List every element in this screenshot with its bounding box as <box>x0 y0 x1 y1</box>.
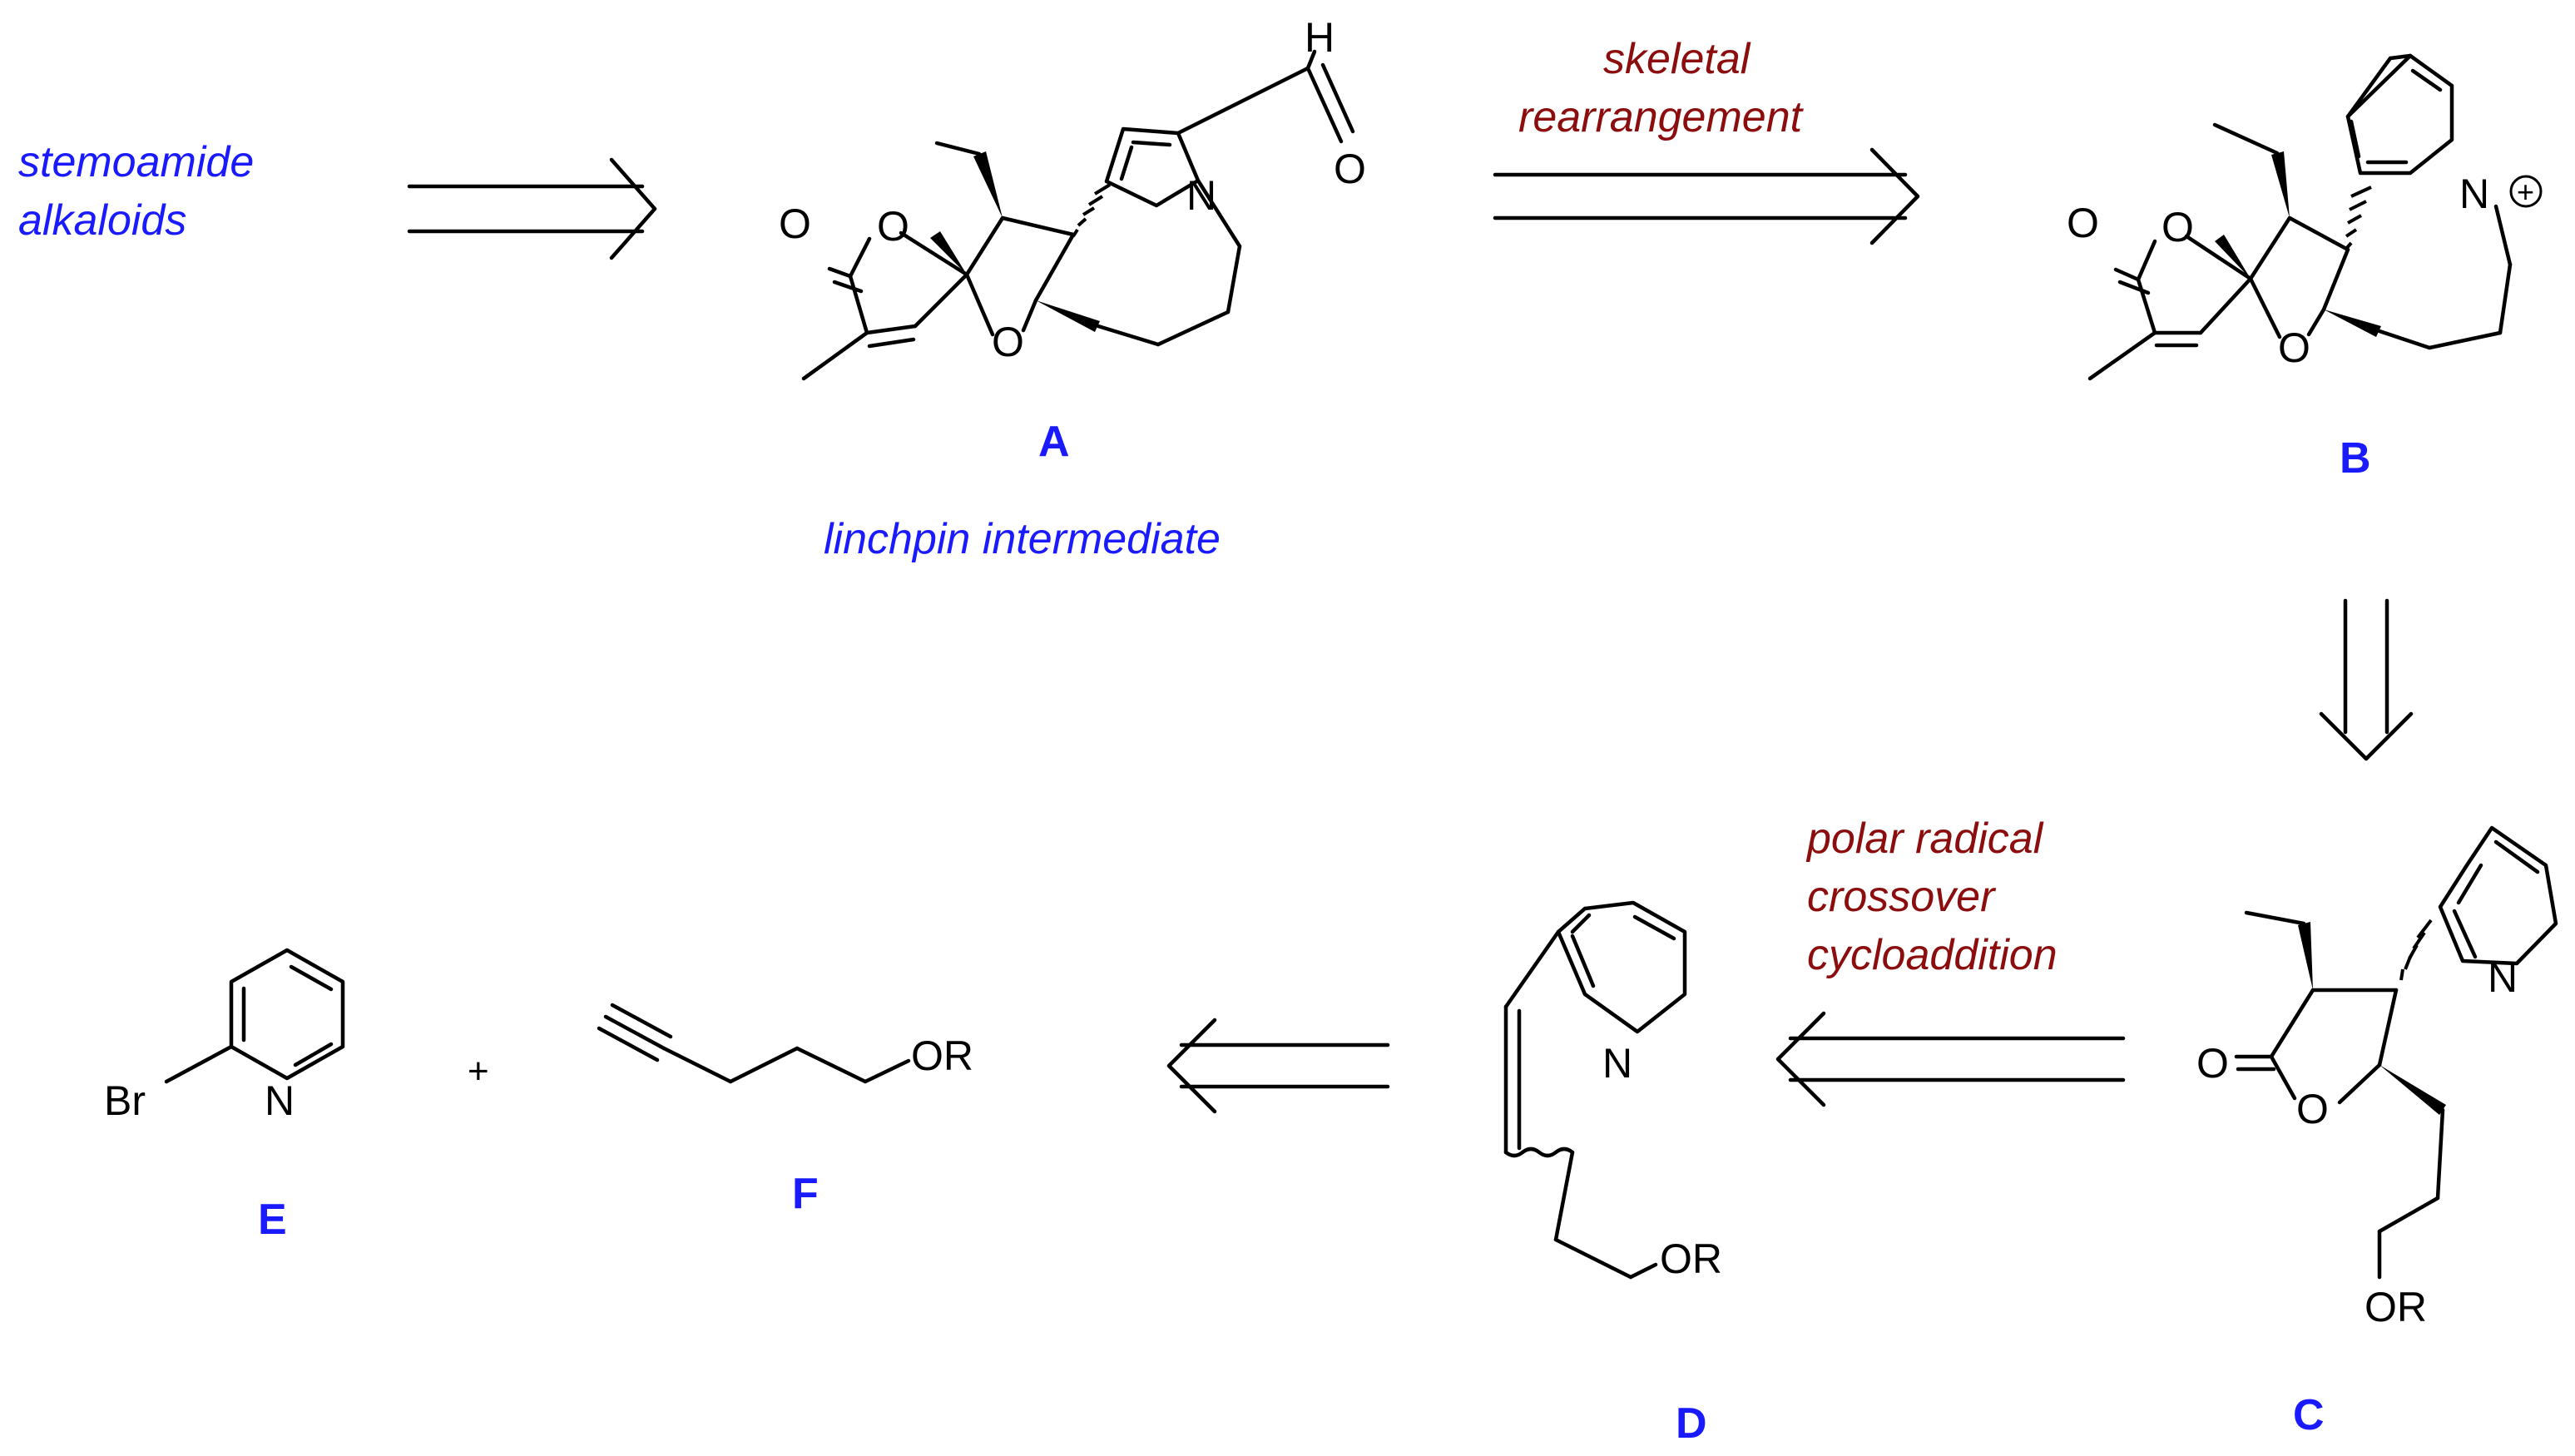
structure-D: N OR <box>1503 900 1722 1282</box>
atom-O-ring-C: O <box>2296 1086 2329 1132</box>
note-polar-radical: polar radical <box>1805 815 2044 863</box>
structure-B: O O O N + <box>2067 53 2543 381</box>
positive-charge-ring-B <box>2509 175 2543 208</box>
atom-O-lactone-A: O <box>877 203 909 250</box>
retro-arrow-stemoamide-to-A <box>407 157 657 260</box>
atom-Br-E: Br <box>104 1077 146 1124</box>
note-alkaloids: alkaloids <box>18 196 186 245</box>
atom-N-C: N <box>2488 954 2518 1001</box>
atom-O-lactone-B: O <box>2162 204 2194 250</box>
positive-charge-B: + <box>2517 175 2534 209</box>
hash-bond-A <box>1072 183 1112 238</box>
structure-C: O O N OR <box>2196 825 2558 1330</box>
label-C: C <box>2293 1391 2325 1439</box>
retro-arrow-D-to-EF <box>1166 1018 1390 1114</box>
atom-N-E: N <box>265 1077 295 1124</box>
wavy-bond-D <box>1503 1146 1575 1158</box>
atom-O-thf-A: O <box>992 319 1024 365</box>
atom-OR-F: OR <box>911 1033 973 1079</box>
note-linchpin: linchpin intermediate <box>824 515 1221 563</box>
structure-A: O O O N H O <box>779 14 1366 381</box>
atom-OR-C: OR <box>2365 1284 2427 1330</box>
retro-arrow-A-to-B <box>1493 147 1920 245</box>
note-crossover: crossover <box>1807 873 1997 921</box>
retro-arrow-B-to-C <box>2319 598 2414 761</box>
atom-O-thf-B: O <box>2278 324 2310 371</box>
retro-arrow-C-to-D <box>1775 1011 2126 1107</box>
label-A: A <box>1038 418 1070 466</box>
atom-N-B: N <box>2459 171 2489 217</box>
atom-O-carbonyl-C: O <box>2196 1040 2229 1087</box>
atom-OR-D: OR <box>1660 1236 1722 1282</box>
atom-O-aldehyde-A: O <box>1334 146 1366 192</box>
label-B: B <box>2340 434 2371 483</box>
note-skeletal: skeletal <box>1603 35 1751 83</box>
structure-E: Br N <box>104 948 345 1124</box>
atom-O-carbonyl-B: O <box>2067 200 2099 246</box>
atom-O-carbonyl-A: O <box>779 201 811 247</box>
hash-bond-C <box>2399 919 2433 981</box>
plus-sign: + <box>468 1051 489 1092</box>
note-cycloaddition: cycloaddition <box>1807 931 2058 979</box>
atom-H-A: H <box>1305 14 1335 61</box>
note-rearrangement: rearrangement <box>1518 93 1805 141</box>
note-stemoamide: stemoamide <box>18 138 254 186</box>
label-E: E <box>258 1196 287 1244</box>
structure-F: OR <box>597 1003 973 1084</box>
label-D: D <box>1676 1399 1707 1448</box>
hash-bond-B <box>2344 186 2372 251</box>
atom-N-A: N <box>1186 172 1216 219</box>
atom-N-D: N <box>1602 1040 1632 1087</box>
label-F: F <box>792 1170 819 1218</box>
